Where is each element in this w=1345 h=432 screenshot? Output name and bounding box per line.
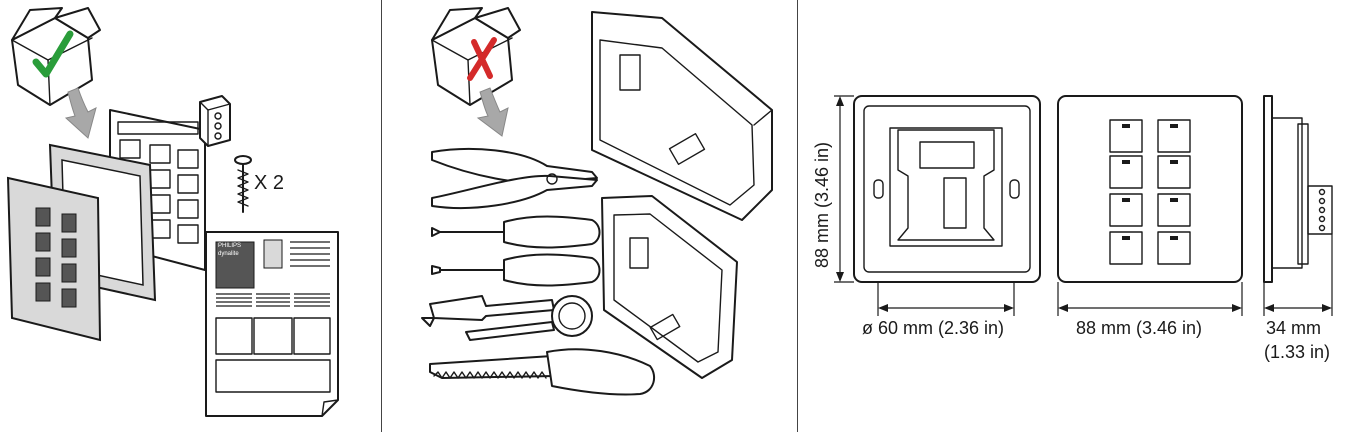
cover-plate	[6, 176, 102, 342]
fixing-centers-label: ø 60 mm (2.36 in)	[862, 318, 1005, 338]
mounting-frame-front-view	[853, 95, 1041, 283]
dimensions-panel: 88 mm (3.46 in) ø 60 mm (2.36 in) 88 mm …	[798, 0, 1345, 432]
down-arrow-icon	[476, 87, 509, 137]
depth-dimension-label-line1: 34 mm	[1266, 318, 1322, 338]
screwdriver-phillips-icon	[431, 215, 601, 249]
flush-wall-box-small	[601, 195, 738, 379]
wire-stripper-icon	[421, 295, 555, 327]
screwdriver-flat-icon	[431, 253, 601, 287]
screw-quantity-label: X 2	[254, 172, 285, 194]
dimension-drawing	[834, 95, 1333, 316]
height-dimension-line	[834, 95, 854, 283]
pliers-icon	[431, 147, 598, 209]
instruction-leaflet	[205, 231, 339, 417]
open-box-icon	[431, 7, 521, 106]
package-contents-illustration	[6, 7, 339, 417]
down-arrow-icon	[64, 87, 97, 139]
panel-divider-2	[797, 0, 798, 432]
doc-brand-line1: PHILIPS	[218, 243, 242, 249]
package-contents-panel: PHILIPS dynalite X 2	[0, 0, 380, 432]
width-dimension-line	[1057, 282, 1243, 316]
cross-mark-icon	[467, 37, 497, 81]
panel-divider-1	[381, 0, 382, 432]
spanner-wrench-icon	[465, 295, 593, 341]
keyhole-saw-icon	[429, 348, 656, 396]
width-dimension-label: 88 mm (3.46 in)	[1076, 318, 1203, 338]
side-profile-view	[1263, 95, 1333, 283]
flush-wall-box-large	[591, 11, 773, 221]
tools-panel	[382, 0, 796, 432]
depth-dimension-label-line2: (1.33 in)	[1264, 342, 1331, 362]
cover-plate-front-view	[1057, 95, 1243, 283]
depth-dimension-line	[1263, 234, 1333, 316]
height-dimension-label: 88 mm (3.46 in)	[812, 141, 832, 268]
doc-brand-line2: dynalite	[218, 251, 239, 257]
terminal-connector	[199, 95, 231, 147]
fixing-centers-dimension-line	[877, 282, 1015, 316]
tools-illustration	[421, 7, 773, 396]
screw-icon	[234, 155, 252, 213]
check-mark-icon	[32, 30, 74, 78]
